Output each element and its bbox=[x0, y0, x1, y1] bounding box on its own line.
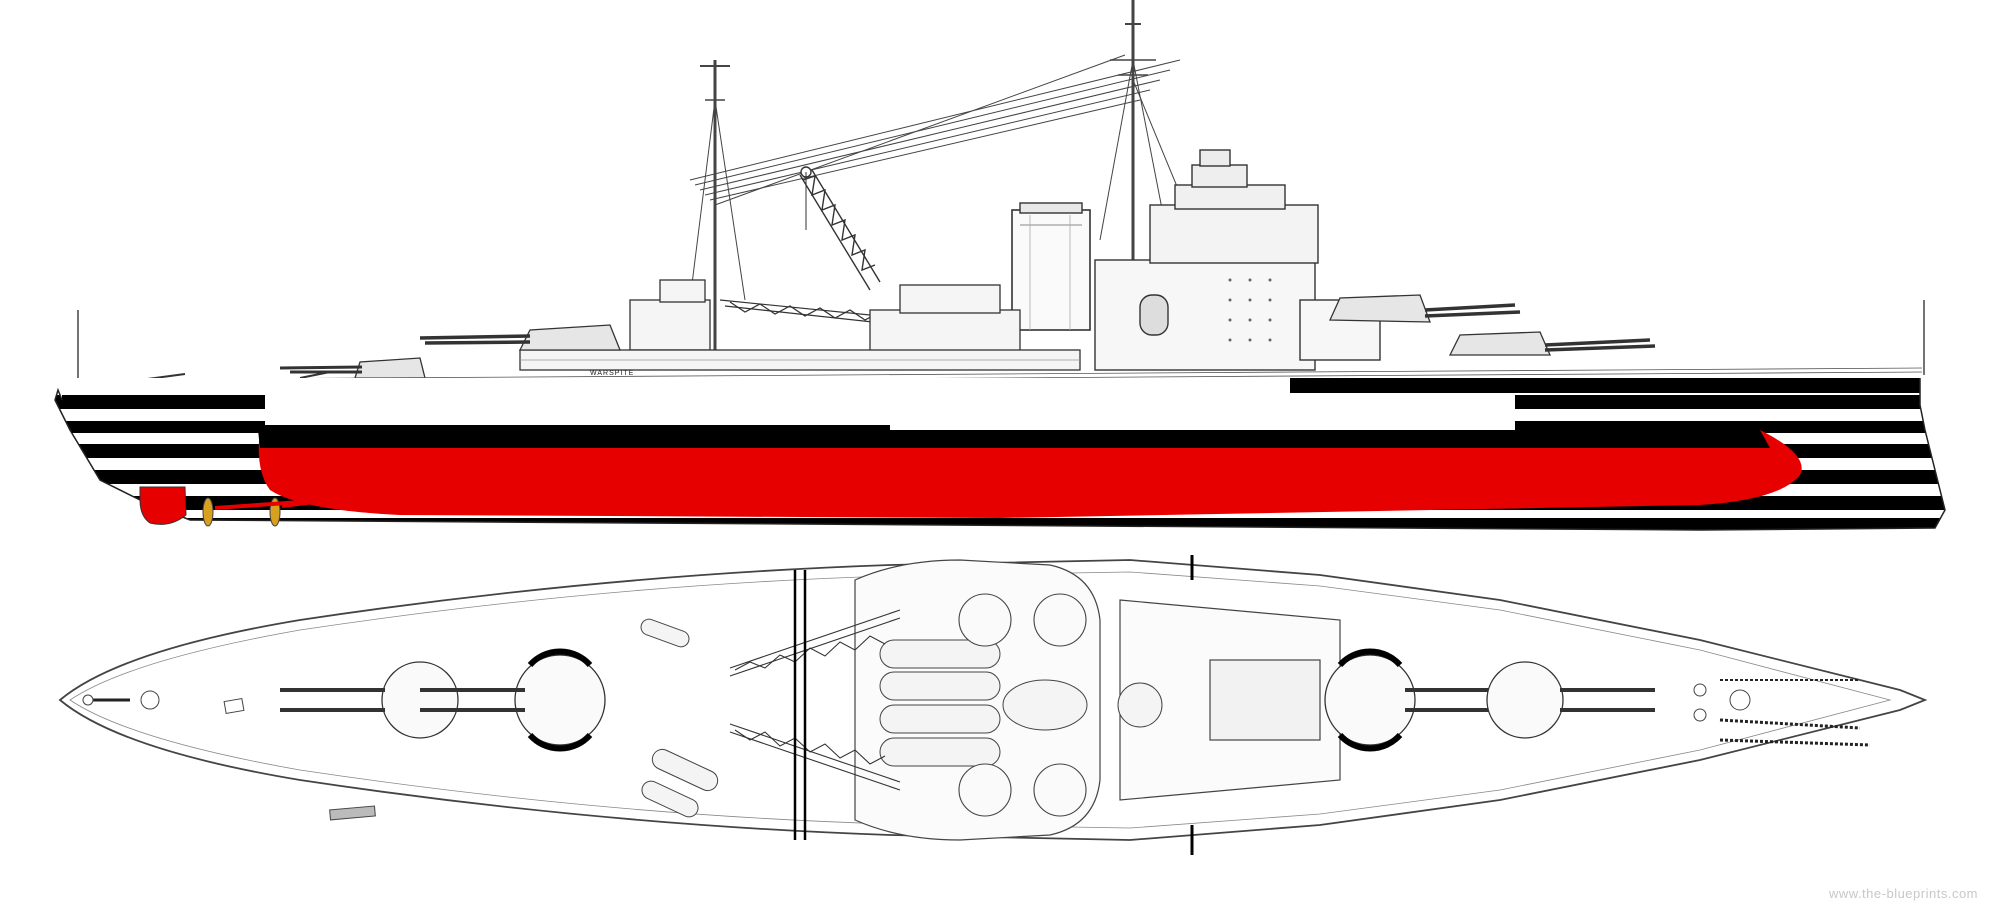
funnel bbox=[1011, 202, 1091, 331]
stern-fittings bbox=[82, 690, 376, 821]
hull-outline bbox=[54, 378, 1946, 531]
rudder-and-propellers bbox=[139, 486, 331, 527]
masts-and-rigging bbox=[77, 0, 1925, 380]
profile-turrets bbox=[139, 294, 1656, 381]
aft-superstructure bbox=[519, 279, 1081, 371]
side-profile-view: WARSPITE bbox=[54, 0, 1946, 531]
lifeboats bbox=[640, 618, 1163, 818]
bridge-tower bbox=[1094, 149, 1381, 371]
secondary-mounts bbox=[958, 593, 1087, 817]
mast-lines bbox=[793, 555, 1194, 855]
plan-turrets bbox=[280, 648, 1655, 752]
hull-profile bbox=[55, 378, 1945, 530]
stern-name-label: WARSPITE bbox=[590, 370, 634, 377]
bow-fittings bbox=[1693, 679, 1871, 747]
watermark: www.the-blueprints.com bbox=[1829, 886, 1978, 901]
deck-crane bbox=[799, 166, 881, 291]
plan-crane-booms bbox=[729, 609, 901, 791]
plan-view bbox=[58, 555, 1928, 855]
